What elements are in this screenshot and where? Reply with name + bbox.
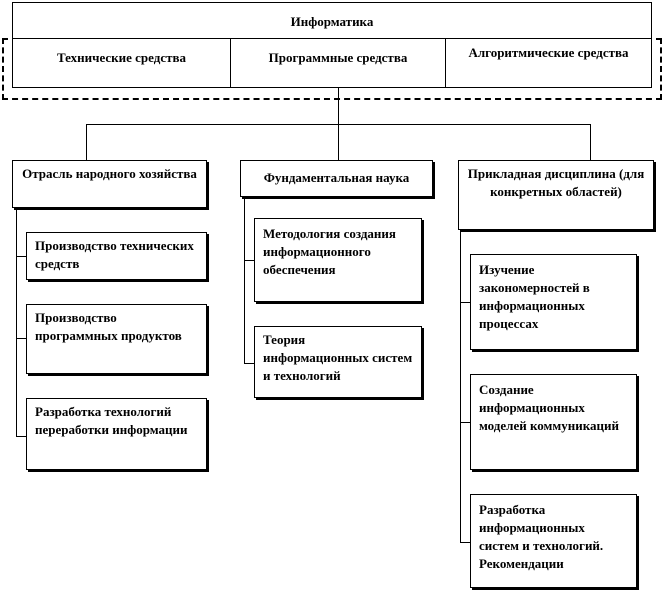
industry-item-3-label: Разработка технологий переработки информ…: [35, 404, 188, 437]
software-label: Программные средства: [268, 50, 408, 65]
science-item-2-label: Теория информационных систем и технологи…: [263, 332, 413, 383]
industry-tick-2: [16, 338, 26, 339]
applied-item-2-label: Создание информационных моделей коммуник…: [479, 382, 619, 433]
science-item-2: Теория информационных систем и технологи…: [254, 326, 422, 398]
applied-item-3: Разработка информационных систем и техно…: [470, 494, 637, 588]
applied-item-2: Создание информационных моделей коммуник…: [470, 374, 637, 470]
hardware-box: Технические средства: [12, 38, 231, 88]
industry-item-1-label: Производство технических средств: [35, 238, 194, 271]
applied-spine: [460, 230, 461, 542]
industry-tick-3: [16, 436, 26, 437]
science-item-1: Методология создания информационного обе…: [254, 218, 422, 302]
applied-tick-2: [460, 422, 470, 423]
applied-item-3-label: Разработка информационных систем и техно…: [479, 502, 604, 571]
applied-item-1-label: Изучение закономерностей в информационны…: [479, 262, 590, 331]
software-box: Программные средства: [230, 38, 446, 88]
industry-header: Отрасль народного хозяйства: [12, 160, 207, 208]
hardware-label: Технические средства: [56, 50, 187, 65]
industry-item-1: Производство технических средств: [26, 232, 207, 280]
science-item-1-label: Методология создания информационного обе…: [263, 226, 396, 277]
connector-top-vertical: [338, 88, 339, 124]
connector-middle: [338, 124, 339, 160]
informatics-title-box: Информатика: [12, 2, 652, 40]
connector-left: [86, 124, 87, 160]
algorithmic-box: Алгоритмические средства: [445, 38, 652, 88]
science-tick-1: [244, 260, 254, 261]
applied-header: Прикладная дисциплина (для конкретных об…: [458, 160, 654, 230]
applied-tick-1: [460, 302, 470, 303]
science-spine: [244, 197, 245, 363]
connector-right: [590, 124, 591, 160]
informatics-title: Информатика: [290, 14, 374, 29]
applied-tick-3: [460, 542, 470, 543]
industry-item-2-label: Производство программных продуктов: [35, 310, 182, 343]
science-tick-2: [244, 363, 254, 364]
science-title: Фундаментальная наука: [263, 170, 410, 185]
industry-spine: [16, 208, 17, 436]
industry-item-3: Разработка технологий переработки информ…: [26, 398, 207, 470]
applied-title: Прикладная дисциплина (для конкретных об…: [467, 166, 645, 199]
industry-title: Отрасль народного хозяйства: [22, 166, 197, 181]
applied-item-1: Изучение закономерностей в информационны…: [470, 254, 637, 350]
algorithmic-label: Алгоритмические средства: [468, 45, 629, 60]
industry-item-2: Производство программных продуктов: [26, 304, 207, 374]
science-header: Фундаментальная наука: [240, 160, 433, 197]
industry-tick-1: [16, 256, 26, 257]
